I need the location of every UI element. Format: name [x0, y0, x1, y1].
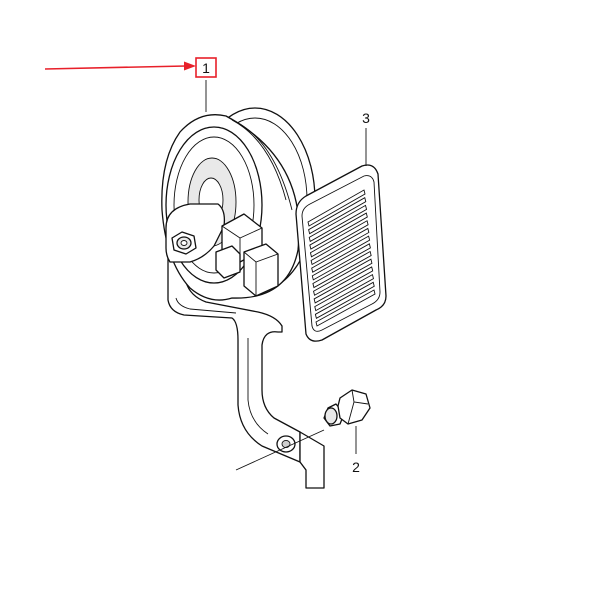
grille-slat [313, 258, 373, 296]
callout-1-highlight-box [195, 57, 217, 78]
callout-3-label: 3 [362, 110, 370, 126]
grille-slat [309, 220, 369, 258]
callout-2: 2 [352, 426, 360, 475]
grille-slat [315, 289, 376, 327]
grille-slat [310, 227, 370, 266]
bracket-plate [165, 203, 226, 263]
callout-1-label: 1 [202, 60, 210, 76]
pointer-arrow [44, 61, 196, 71]
grille-slat [308, 204, 368, 243]
grille-slat [314, 273, 374, 312]
grille-plate [295, 164, 387, 342]
grille-slats [307, 189, 376, 327]
callout-3: 3 [362, 110, 370, 166]
grille-slat [314, 281, 375, 319]
bolt [323, 389, 371, 427]
grille-slat [312, 250, 372, 289]
grille-slat [313, 266, 374, 304]
grille-slat [309, 212, 368, 250]
callout-1: 1 [195, 57, 217, 112]
grille-slat [308, 197, 367, 235]
callout-2-label: 2 [352, 459, 360, 475]
grille-slat [311, 243, 371, 281]
grille-slat [307, 189, 366, 227]
grille-slat [311, 235, 371, 273]
mounting-axis-line [235, 429, 325, 471]
connector [215, 213, 279, 297]
